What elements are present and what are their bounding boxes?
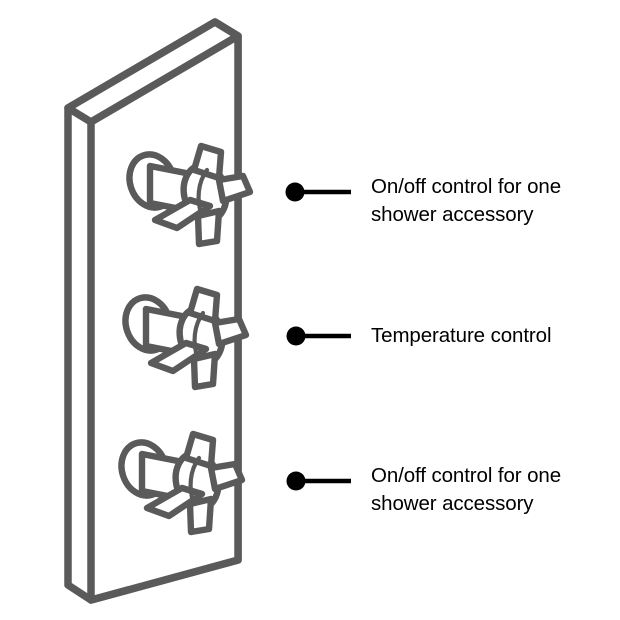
handle-bottom-spoke-down (186, 495, 215, 536)
handle-middle[interactable] (119, 285, 250, 391)
callout-leader-3 (286, 471, 351, 491)
handle-top-spoke-up (190, 142, 225, 182)
handle-middle-hub-detail (192, 310, 206, 362)
callout-label-temperature: Temperature control (371, 324, 552, 347)
handle-top-spoke-down (194, 207, 223, 248)
handle-top-hub-detail (196, 167, 210, 219)
handle-bottom[interactable] (115, 430, 246, 536)
handle-bottom-hub-detail (188, 455, 202, 507)
handle-top-spoke-left (151, 196, 214, 232)
callout-leaders (285, 182, 351, 491)
callout-leader-1 (285, 182, 351, 202)
handle-bottom-spoke-up (182, 430, 217, 470)
callout-label-on-off-top: On/off control for one shower accessory (371, 175, 562, 226)
handle-middle-spoke-down (190, 350, 219, 391)
handle-top[interactable] (123, 142, 254, 248)
handle-middle-spoke-up (186, 285, 221, 325)
handle-middle-spoke-right (211, 315, 250, 348)
callout-leader-2 (286, 326, 351, 346)
callout-dot-3 (286, 471, 306, 491)
panel-inner-top-line (91, 39, 232, 123)
callout-dot-2 (286, 326, 306, 346)
handle-middle-spoke-left (147, 339, 210, 375)
handle-bottom-spoke-right (207, 460, 246, 493)
callout-label-on-off-bottom: On/off control for one shower accessory (371, 464, 562, 515)
callout-dot-1 (285, 182, 305, 202)
handle-bottom-spoke-left (143, 484, 206, 520)
handle-top-spoke-right (215, 172, 254, 205)
